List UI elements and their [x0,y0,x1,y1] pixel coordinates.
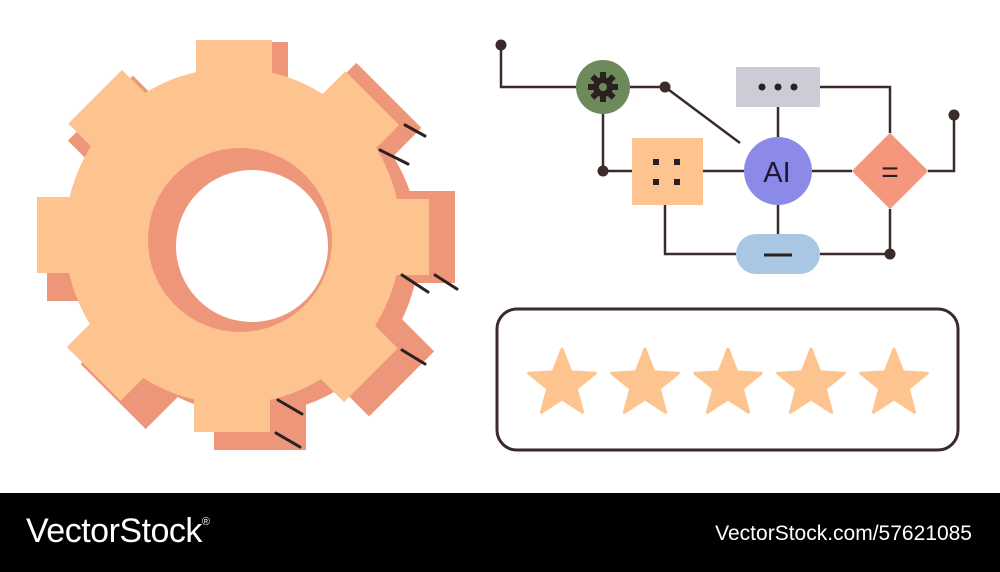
vectorstock-logo: VectorStock® [26,512,210,551]
connector-line [664,85,741,145]
junction-dot [597,165,609,177]
gear-node [576,60,630,114]
connector-line [820,209,892,256]
connector-line [928,115,956,173]
four-dots-icon [653,159,680,185]
connector-line [601,113,632,173]
image-url: VectorStock.com/57621085 [715,522,972,545]
ai-node: AI [744,137,812,205]
star-icon [527,347,597,414]
junction-dot [659,81,671,93]
footer-bar: VectorStock® VectorStock.com/57621085 [0,493,1000,572]
gear-icon [588,72,618,102]
flow-diagram: AI = [495,39,960,274]
star-rating [527,347,929,414]
ai-label: AI [763,157,790,189]
brand-name: VectorStock [26,512,202,550]
connector-line [663,205,736,256]
star-icon [693,347,763,414]
rating-card [495,307,960,452]
star-icon [859,347,929,414]
grid-node [632,138,703,205]
junction-dot [948,109,960,121]
star-icon [776,347,846,414]
dots-node [736,67,820,107]
star-icon [610,347,680,414]
big-gear-icon [37,40,459,450]
pill-node [736,234,820,274]
connector-line [499,45,578,89]
equals-icon: = [881,156,899,189]
ellipsis-icon [758,83,798,91]
connector-line [820,85,892,133]
junction-dot [884,248,896,260]
junction-dot [495,39,507,51]
registered-mark: ® [201,516,210,528]
diamond-node: = [851,132,929,210]
illustration: AI = [37,39,960,452]
